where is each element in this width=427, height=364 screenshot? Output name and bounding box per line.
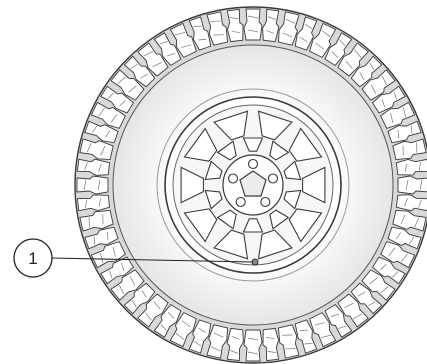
tread-block bbox=[77, 176, 108, 194]
lug-nut bbox=[236, 198, 245, 207]
callout-number: 1 bbox=[28, 249, 37, 268]
tread-block bbox=[244, 9, 262, 40]
wheel bbox=[165, 97, 341, 273]
lug-nut bbox=[269, 174, 278, 183]
lug-nut bbox=[229, 174, 238, 183]
lug-nut bbox=[261, 198, 270, 207]
tread-block bbox=[398, 176, 427, 194]
lug-nut bbox=[249, 160, 258, 169]
tread-block bbox=[244, 330, 262, 361]
